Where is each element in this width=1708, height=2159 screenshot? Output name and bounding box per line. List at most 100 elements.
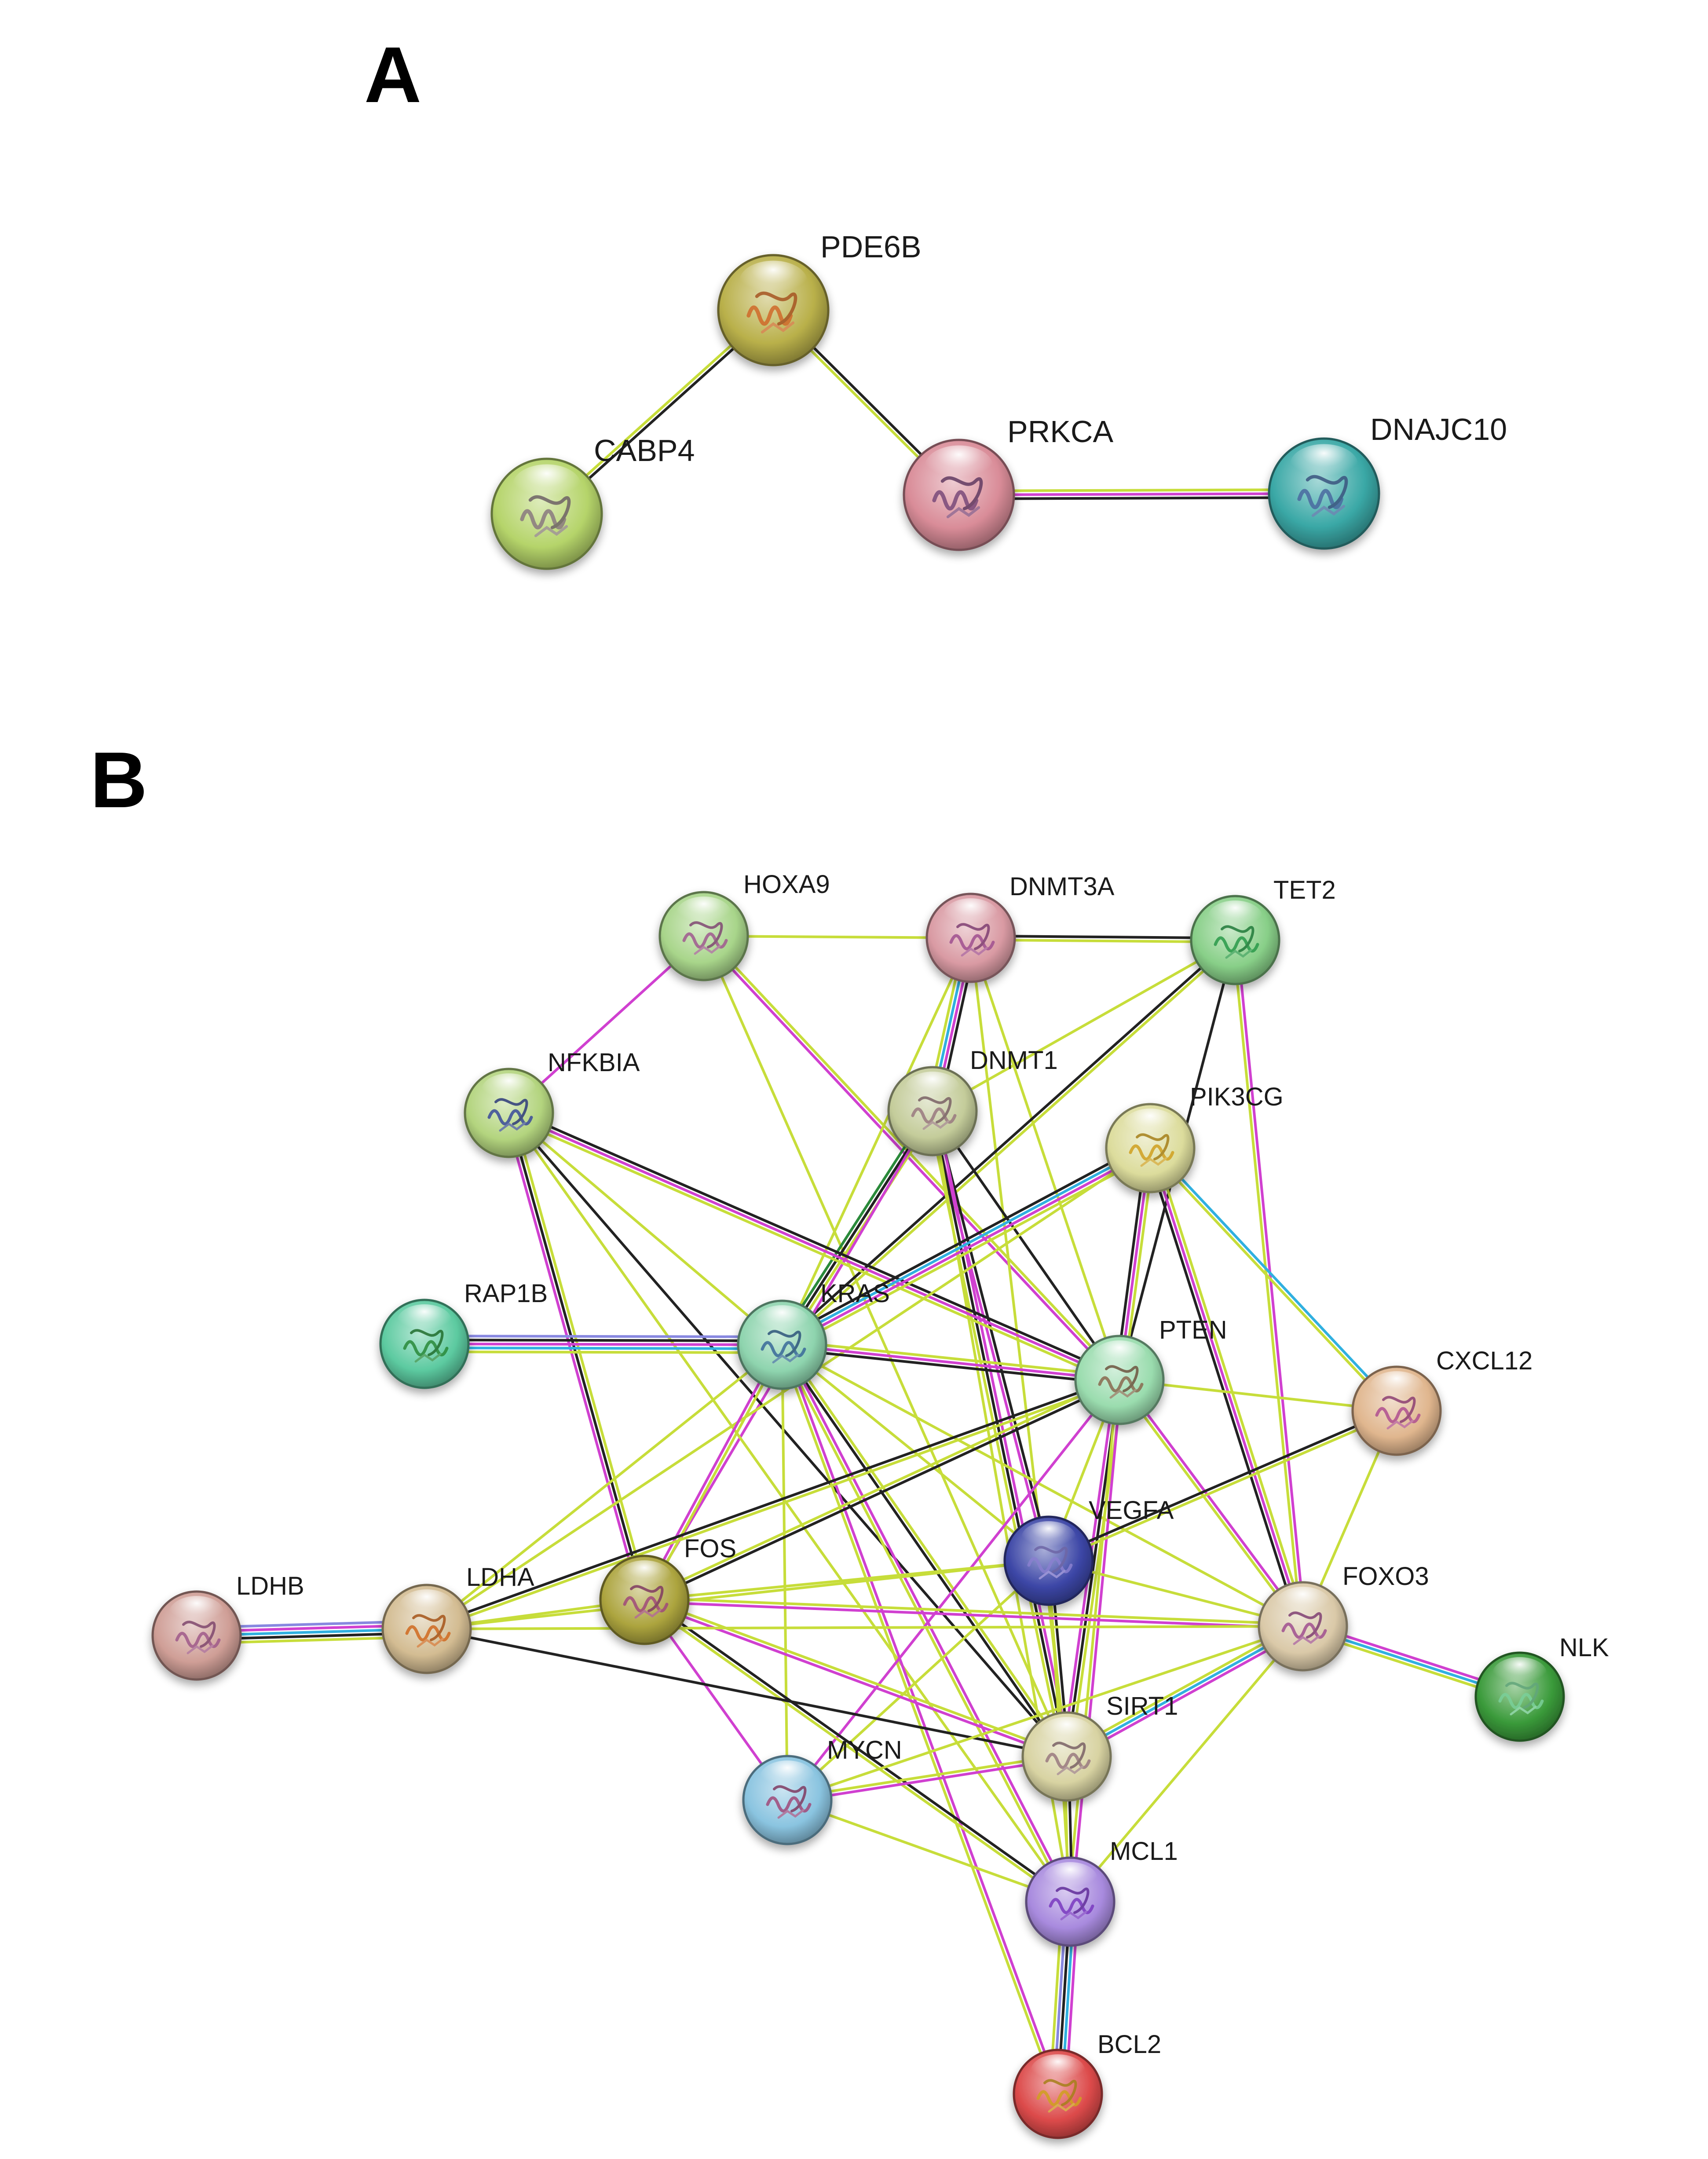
panel-b-edge-line bbox=[643, 1596, 1305, 1626]
panel-b-edge-nfkbia-fos bbox=[504, 1110, 650, 1603]
panel-b-edge-line bbox=[781, 1110, 934, 1346]
panel-b-edge-line bbox=[786, 1799, 1072, 1903]
panel-b-node-pten[interactable]: PTEN bbox=[1074, 1316, 1227, 1425]
panel-b-edge-line bbox=[423, 1335, 784, 1338]
panel-b-node-bcl2[interactable]: BCL2 bbox=[1013, 2030, 1161, 2139]
panel-b-edge-dnmt1-pten bbox=[931, 1110, 1121, 1381]
panel-a-node-cabp4[interactable]: CABP4 bbox=[490, 433, 695, 570]
panel-b-edge-line bbox=[644, 1344, 785, 1603]
panel-b-node-mycn[interactable]: MYCN bbox=[742, 1736, 902, 1845]
panel-a-node-dnajc10[interactable]: DNAJC10 bbox=[1268, 412, 1507, 550]
panel-b-edge-nfkbia-sirt1 bbox=[508, 1112, 1068, 1758]
panel-b-node-kras[interactable]: KRAS bbox=[737, 1279, 890, 1390]
panel-b-node-dnmt1[interactable]: DNMT1 bbox=[887, 1046, 1058, 1156]
panel-b-edge-fos-foxo3 bbox=[643, 1596, 1305, 1630]
panel-b-edge-line bbox=[644, 1380, 1122, 1603]
panel-b-label-cxcl12: CXCL12 bbox=[1436, 1347, 1532, 1375]
panel-b-edge-ldha-foxo3 bbox=[425, 1625, 1304, 1630]
panel-b-edge-line bbox=[779, 1344, 1067, 1759]
panel-b-edge-line bbox=[1152, 1145, 1308, 1627]
panel-b-edge-line bbox=[425, 1628, 1068, 1758]
panel-b-edge-line bbox=[935, 1109, 1072, 1757]
panel-a-label-prkca: PRKCA bbox=[1007, 414, 1113, 449]
panel-b-node-dnmt3a[interactable]: DNMT3A bbox=[925, 872, 1115, 983]
panel-b-edge-line bbox=[782, 1148, 1153, 1348]
panel-b-edge-line bbox=[1046, 1407, 1397, 1560]
panel-b-label-ldhb: LDHB bbox=[236, 1572, 304, 1600]
panel-b-edge-dnmt1-vegfa bbox=[929, 1109, 1052, 1563]
panel-b-edge-tet2-dnmt1 bbox=[931, 939, 1236, 1112]
panel-b-edge-line bbox=[642, 1600, 1071, 1905]
panel-b-node-rap1b[interactable]: RAP1B bbox=[379, 1279, 548, 1389]
panel-a-node-prkca[interactable]: PRKCA bbox=[903, 414, 1113, 551]
panel-b-edge-line bbox=[786, 1379, 1121, 1801]
panel-b-edge-line bbox=[424, 1376, 1120, 1628]
panel-b-node-nlk[interactable]: NLK bbox=[1474, 1633, 1609, 1742]
node-gloss bbox=[677, 897, 731, 930]
panel-a-node-pde6b[interactable]: PDE6B bbox=[717, 230, 922, 366]
panel-b-edge-line bbox=[508, 1112, 783, 1346]
panel-b-edge-line bbox=[969, 937, 1121, 1381]
panel-b-edge-foxo3-mcl1 bbox=[1069, 1625, 1304, 1903]
panel-b-edge-line bbox=[779, 1344, 1070, 1904]
panel-b-edge-line bbox=[931, 1110, 1121, 1381]
panel-b-edge-foxo3-mycn bbox=[786, 1625, 1304, 1801]
panel-b-edge-line bbox=[931, 939, 1236, 1112]
panel-b-edge-line bbox=[701, 936, 1119, 1383]
panel-b-edge-rap1b-kras bbox=[423, 1335, 784, 1354]
panel-b-node-nfkbia[interactable]: NFKBIA bbox=[464, 1048, 640, 1158]
panel-b-edge-pten-fos bbox=[642, 1376, 1122, 1603]
panel-b-label-vegfa: VEGFA bbox=[1089, 1496, 1174, 1525]
panel-a-edge-prkca-dnajc10 bbox=[957, 488, 1326, 500]
node-gloss bbox=[169, 1596, 224, 1629]
panel-b-edge-fos-mcl1 bbox=[642, 1597, 1073, 1905]
node-gloss bbox=[1276, 1587, 1330, 1620]
panel-b-edge-line bbox=[423, 1343, 783, 1346]
panel-b-edge-line bbox=[933, 1109, 1052, 1562]
panel-b-node-ldha[interactable]: LDHA bbox=[381, 1563, 534, 1674]
panel-b-edge-line bbox=[423, 1347, 783, 1350]
panel-b-edge-line bbox=[781, 1343, 1304, 1628]
panel-b-edge-pik3cg-cxcl12 bbox=[1147, 1145, 1400, 1414]
panel-b-edge-dnmt3a-kras bbox=[781, 937, 972, 1346]
panel-b-edge-pten-ldha bbox=[424, 1376, 1122, 1632]
panel-b-node-fos[interactable]: FOS bbox=[599, 1534, 736, 1645]
panel-b-edge-line bbox=[1236, 938, 1306, 1628]
panel-b-node-mcl1[interactable]: MCL1 bbox=[1025, 1837, 1178, 1947]
panel-b-edge-pten-foxo3 bbox=[1116, 1377, 1306, 1629]
panel-b-label-fos: FOS bbox=[684, 1534, 736, 1563]
panel-b-label-ldha: LDHA bbox=[466, 1563, 534, 1592]
node-gloss bbox=[755, 1305, 809, 1339]
panel-b-node-cxcl12[interactable]: CXCL12 bbox=[1351, 1347, 1532, 1456]
panel-b-edge-line bbox=[509, 1108, 1123, 1378]
panel-b-node-ldhb[interactable]: LDHB bbox=[151, 1572, 304, 1681]
panel-b-edge-line bbox=[1067, 1378, 1119, 1903]
panel-b-edge-hoxa9-pten bbox=[701, 933, 1123, 1383]
panel-b-edge-cxcl12-vegfa bbox=[1046, 1407, 1399, 1564]
panel-b-edge-line bbox=[786, 1753, 1068, 1800]
panel-b-edge-line bbox=[426, 1380, 1122, 1632]
panel-b-edge-kras-pten bbox=[780, 1339, 1121, 1385]
panel-b-edge-line bbox=[423, 1339, 784, 1342]
panel-b-edge-kras-bcl2 bbox=[779, 1343, 1061, 2096]
panel-b-label-nfkbia: NFKBIA bbox=[548, 1048, 640, 1077]
panel-b-edge-pten-cxcl12 bbox=[1118, 1379, 1398, 1412]
panel-b-edge-line bbox=[642, 1376, 1120, 1599]
node-gloss bbox=[1021, 1521, 1076, 1555]
node-gloss bbox=[1492, 1657, 1547, 1691]
node-gloss bbox=[760, 1760, 815, 1794]
panel-b-node-sirt1[interactable]: SIRT1 bbox=[1021, 1692, 1178, 1802]
panel-b-node-tet2[interactable]: TET2 bbox=[1190, 876, 1336, 985]
panel-b-node-pik3cg[interactable]: PIK3CG bbox=[1105, 1083, 1284, 1193]
panel-b-edge-line bbox=[1048, 1411, 1399, 1564]
panel-b-edge-kras-fos bbox=[641, 1342, 785, 1603]
panel-b-edge-kras-mycn bbox=[781, 1343, 789, 1801]
panel-b-edge-line bbox=[779, 1344, 1057, 2096]
panel-b-node-hoxa9[interactable]: HOXA9 bbox=[658, 870, 830, 981]
panel-b-node-foxo3[interactable]: FOXO3 bbox=[1258, 1562, 1429, 1672]
panel-b-edge-line bbox=[508, 1112, 1121, 1381]
panel-b-edge-line bbox=[781, 937, 972, 1346]
panel-b-node-vegfa[interactable]: VEGFA bbox=[1003, 1496, 1174, 1606]
